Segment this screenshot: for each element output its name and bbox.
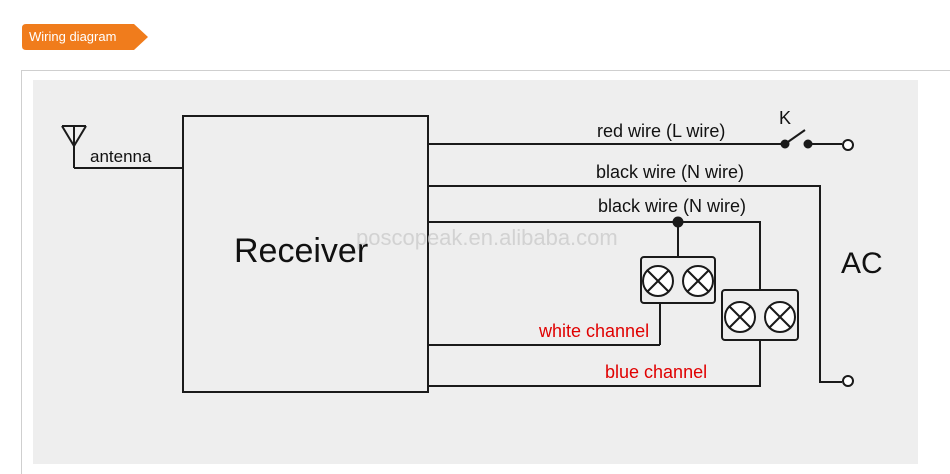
section-tag-label: Wiring diagram — [29, 29, 117, 44]
lamp-pair-blue — [721, 289, 799, 341]
blue-channel-label: blue channel — [605, 362, 707, 382]
black-wire-label-1: black wire (N wire) — [596, 162, 744, 182]
ac-terminal-bottom — [842, 375, 854, 387]
antenna-icon — [61, 125, 87, 168]
black-wire-1 — [428, 185, 842, 383]
blue-channel-wire — [428, 340, 761, 387]
switch-k-icon — [784, 129, 842, 145]
red-wire-label: red wire (L wire) — [597, 121, 725, 141]
receiver-box — [182, 115, 429, 393]
black-wire-2 — [428, 221, 761, 290]
white-channel-label: white channel — [538, 321, 649, 341]
junction-dot — [672, 216, 684, 228]
section-tag: Wiring diagram — [22, 24, 148, 50]
black-wire-label-2: black wire (N wire) — [598, 196, 746, 216]
antenna-label: antenna — [90, 147, 152, 166]
tag-arrow-shape — [22, 24, 148, 50]
lamp-pair-white — [640, 256, 716, 304]
ac-label: AC — [841, 247, 883, 280]
receiver-label: Receiver — [234, 232, 368, 270]
switch-label: K — [779, 108, 791, 128]
watermark-text: poscopeak.en.alibaba.com — [356, 225, 618, 250]
ac-terminal-top — [842, 139, 854, 151]
